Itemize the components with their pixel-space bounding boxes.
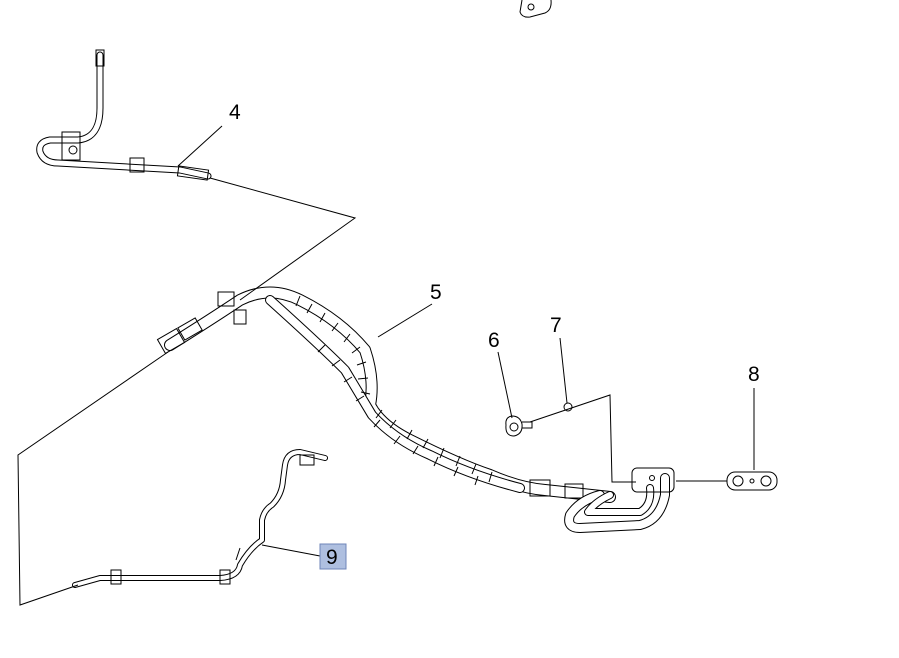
hose-part-4: [36, 49, 212, 181]
o-ring-part-7: [563, 402, 573, 412]
hose-part-5: [156, 286, 675, 533]
callout-8: 8: [748, 363, 760, 386]
bolt-part-6: [505, 415, 533, 437]
callout-5: 5: [430, 281, 442, 304]
callout-9[interactable]: 9: [326, 546, 338, 569]
gasket-part-8: [726, 471, 778, 491]
callout-7: 7: [550, 314, 562, 337]
top-fitting: [519, 0, 552, 18]
callout-6: 6: [488, 329, 500, 352]
leader-lines: [177, 125, 755, 557]
callout-4: 4: [229, 101, 241, 124]
grouping-lines: [17, 177, 727, 606]
hose-part-9: [72, 449, 328, 588]
callout-9-highlight[interactable]: 9: [319, 543, 347, 570]
highlight-box: [319, 543, 347, 570]
